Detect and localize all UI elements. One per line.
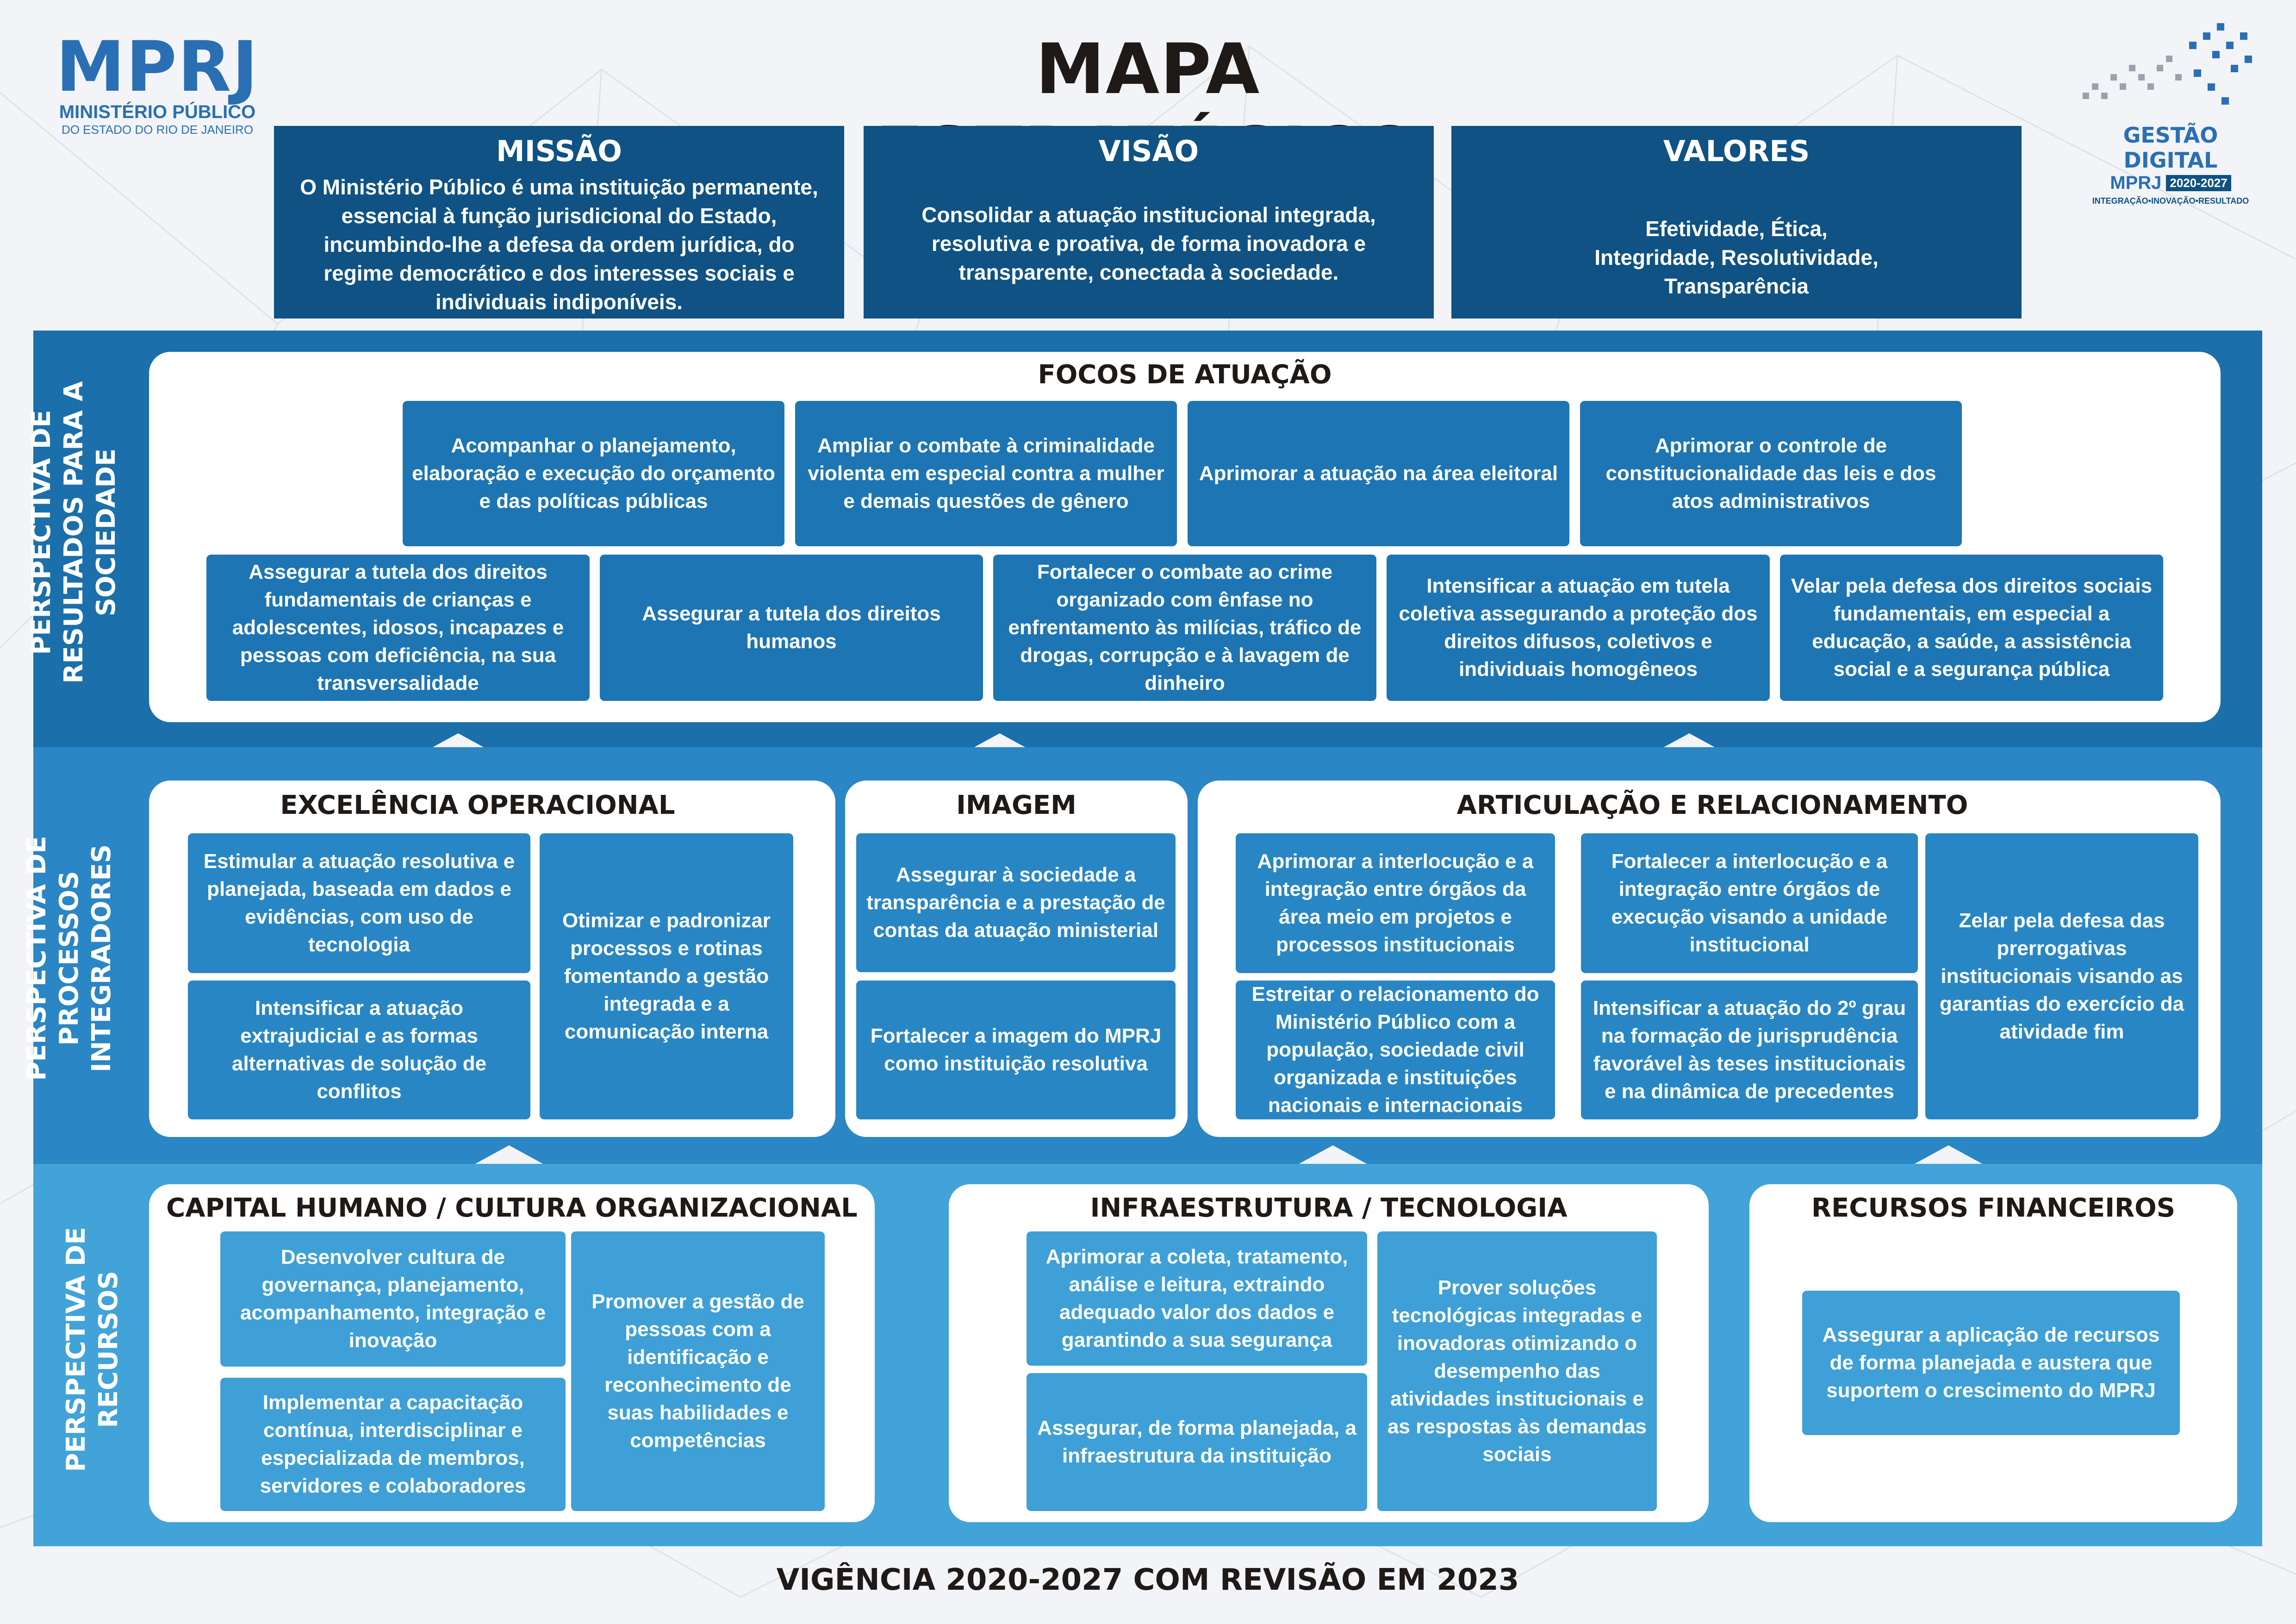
logo-line1: MINISTÉRIO PÚBLICO xyxy=(59,102,256,122)
excelencia-extrajudicial: Intensificar a atuação extrajudicial e a… xyxy=(188,981,530,1119)
infra-heading: INFRAESTRUTURA / TECNOLOGIA xyxy=(1090,1193,1568,1223)
capital-capacitacao: Implementar a capacitação contínua, inte… xyxy=(220,1378,566,1511)
excelencia-heading: EXCELÊNCIA OPERACIONAL xyxy=(280,790,675,820)
capital-gestao-pessoas: Promover a gestão de pessoas com a ident… xyxy=(571,1231,825,1511)
gestao-digital-row: MPRJ 2020-2027 xyxy=(2073,173,2268,194)
processes-perspective-label: PERSPECTIVA DE PROCESSOS INTEGRADORES xyxy=(22,836,117,1081)
focos-heading: FOCOS DE ATUAÇÃO xyxy=(1038,360,1332,390)
gestao-digital-tagline: INTEGRAÇÃO•INOVAÇÃO•RESULTADO xyxy=(2092,196,2249,206)
logo-mark: MPRJ xyxy=(56,27,259,107)
infra-infraestrutura: Assegurar, de forma planejada, a infraes… xyxy=(1027,1373,1367,1511)
financeiros-heading: RECURSOS FINANCEIROS xyxy=(1811,1193,2176,1223)
mprj-logo: MPRJ MINISTÉRIO PÚBLICO DO ESTADO DO RIO… xyxy=(37,32,278,144)
focus-crime-organizado: Fortalecer o combate ao crime organizado… xyxy=(993,555,1376,701)
vigencia-footer: VIGÊNCIA 2020-2027 COM REVISÃO EM 2023 xyxy=(776,1563,1519,1597)
excelencia-resolutiva: Estimular a atuação resolutiva e planeja… xyxy=(188,833,530,973)
articulacao-segundo-grau: Intensificar a atuação do 2º grau na for… xyxy=(1581,981,1918,1119)
gestao-digital-title: GESTÃO DIGITAL xyxy=(2123,123,2218,173)
imagem-fortalecer: Fortalecer a imagem do MPRJ como institu… xyxy=(856,981,1176,1119)
valores-box: VALORES Efetividade, Ética, Integridade,… xyxy=(1451,126,2022,319)
resources-perspective-label: PERSPECTIVA DE RECURSOS xyxy=(61,1227,124,1472)
valores-text: Efetividade, Ética, Integridade, Resolut… xyxy=(1594,217,1879,298)
gestao-digital-years: 2020-2027 xyxy=(2166,175,2231,191)
articulacao-populacao: Estreitar o relacionamento do Ministério… xyxy=(1236,981,1555,1119)
focus-eleitoral: Aprimorar a atuação na área eleitoral xyxy=(1188,401,1569,546)
society-perspective-label: PERSPECTIVA DE RESULTADOS PARA A SOCIEDA… xyxy=(26,381,121,684)
focus-tutela-coletiva: Intensificar a atuação em tutela coletiv… xyxy=(1387,555,1770,701)
logo-line2: DO ESTADO DO RIO DE JANEIRO xyxy=(61,123,254,137)
gestao-digital-logo: GESTÃO DIGITAL MPRJ 2020-2027 INTEGRAÇÃO… xyxy=(2073,14,2268,206)
missao-text: O Ministério Público é uma instituição p… xyxy=(300,175,818,314)
imagem-heading: IMAGEM xyxy=(956,790,1076,820)
pixel-map-icon xyxy=(2083,23,2252,105)
infra-dados: Aprimorar a coleta, tratamento, análise … xyxy=(1027,1231,1367,1366)
excelencia-processos: Otimizar e padronizar processos e rotina… xyxy=(540,833,793,1119)
focus-criancas: Assegurar a tutela dos direitos fundamen… xyxy=(206,555,590,701)
focus-direitos-sociais: Velar pela defesa dos direitos sociais f… xyxy=(1780,555,2163,701)
articulacao-area-meio: Aprimorar a interlocução e a integração … xyxy=(1236,833,1555,973)
visao-title: VISÃO xyxy=(1098,134,1199,168)
imagem-transparencia: Assegurar à sociedade a transparência e … xyxy=(856,833,1176,972)
focus-constitucionalidade: Aprimorar o controle de constitucionalid… xyxy=(1580,401,1962,546)
articulacao-prerrogativas: Zelar pela defesa das prerrogativas inst… xyxy=(1925,833,2198,1119)
capital-governanca: Desenvolver cultura de governança, plane… xyxy=(220,1231,566,1367)
visao-text: Consolidar a atuação institucional integ… xyxy=(921,203,1376,284)
visao-box: VISÃO Consolidar a atuação institucional… xyxy=(864,126,1434,319)
financeiros-aplicacao: Assegurar a aplicação de recursos de for… xyxy=(1802,1291,2180,1435)
gestao-digital-mark: MPRJ xyxy=(2110,173,2162,193)
focus-orcamento: Acompanhar o planejamento, elaboração e … xyxy=(403,401,784,546)
valores-title: VALORES xyxy=(1663,134,1810,168)
missao-title: MISSÃO xyxy=(496,134,622,168)
focus-criminalidade-violenta: Ampliar o combate à criminalidade violen… xyxy=(795,401,1177,546)
focus-direitos-humanos: Assegurar a tutela dos direitos humanos xyxy=(600,555,983,701)
missao-box: MISSÃO O Ministério Público é uma instit… xyxy=(274,126,844,319)
page-title: MAPA ESTRATÉGICO xyxy=(876,29,1419,193)
articulacao-heading: ARTICULAÇÃO E RELACIONAMENTO xyxy=(1456,790,1968,820)
articulacao-execucao: Fortalecer a interlocução e a integração… xyxy=(1581,833,1918,973)
infra-solucoes: Prover soluções tecnológicas integradas … xyxy=(1377,1231,1657,1511)
capital-heading: CAPITAL HUMANO / CULTURA ORGANIZACIONAL xyxy=(166,1193,858,1223)
